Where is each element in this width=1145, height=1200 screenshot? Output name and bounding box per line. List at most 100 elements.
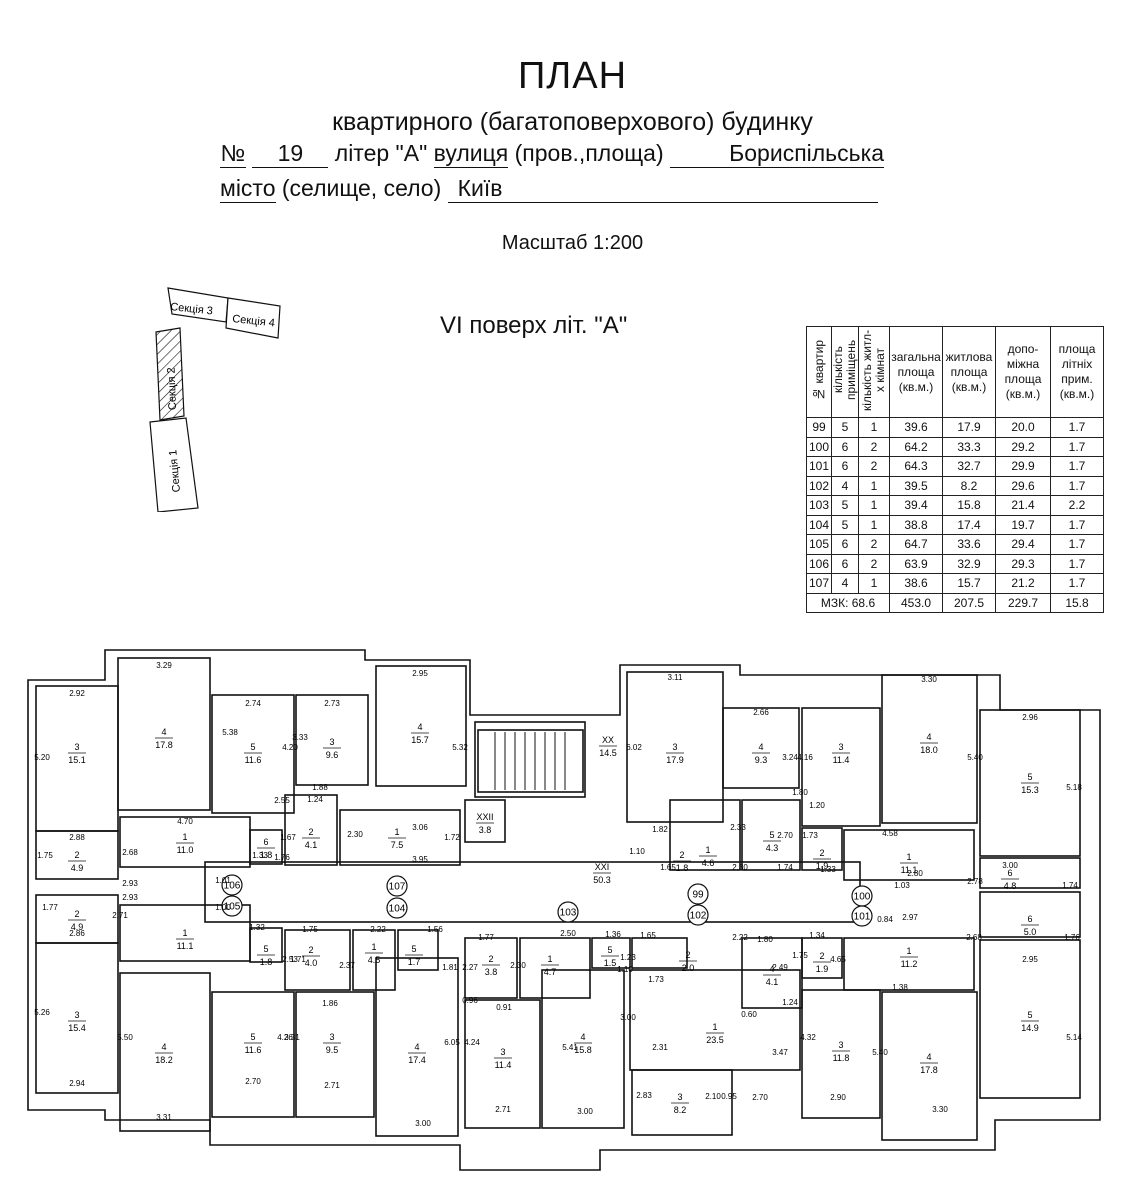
room-area: 14.9 — [1021, 1023, 1039, 1033]
dimension-label: 3.06 — [412, 823, 428, 832]
dimension-label: 4.20 — [282, 743, 298, 752]
room-area: 11.1 — [901, 865, 918, 875]
dimension-label: 2.30 — [732, 863, 748, 872]
table-cell: 32.9 — [942, 553, 996, 574]
dimension-label: 0.95 — [721, 1092, 737, 1101]
table-cell: 1 — [858, 417, 890, 438]
room-number: 4 — [417, 722, 422, 732]
table-cell: 64.7 — [889, 534, 943, 555]
col-aux-area: допо-міжна площа (кв.м.) — [995, 326, 1051, 418]
table-cell: 2 — [858, 553, 890, 574]
table-cell: 99 — [806, 417, 832, 438]
room-number: 4 — [161, 727, 166, 737]
dimension-label: 2.70 — [245, 1077, 261, 1086]
dimension-label: 2.86 — [69, 929, 85, 938]
table-cell: 5 — [831, 514, 859, 535]
dimension-label: 1.74 — [1062, 881, 1078, 890]
room-area: 9.5 — [326, 1045, 339, 1055]
dimension-label: 2.95 — [412, 669, 428, 678]
dimension-label: 3.00 — [1002, 861, 1018, 870]
room-number: 3 — [74, 742, 79, 752]
table-cell: 29.4 — [995, 534, 1051, 555]
address-line: № 19 літер "А" вулиця (пров.,площа) Бори… — [220, 140, 885, 168]
dimension-label: 5.41 — [562, 1043, 578, 1052]
table-cell: 19.7 — [995, 514, 1051, 535]
room-area: 1.7 — [408, 957, 421, 967]
dimension-label: 2.90 — [830, 1093, 846, 1102]
room-area: 7.5 — [391, 840, 404, 850]
table-cell: 33.3 — [942, 436, 996, 457]
table-cell: 4 — [831, 573, 859, 594]
room-number: 1 — [705, 845, 710, 855]
apartment-number: 107 — [389, 882, 406, 893]
table-cell: 29.2 — [995, 436, 1051, 457]
dimension-label: 1.72 — [444, 833, 460, 842]
dimension-label: 4.32 — [800, 1033, 816, 1042]
table-cell: 1.7 — [1050, 573, 1104, 594]
room-area: 3.8 — [479, 825, 492, 835]
dimension-label: 1.24 — [782, 998, 798, 1007]
table-cell: 29.3 — [995, 553, 1051, 574]
room-number: 5 — [250, 742, 255, 752]
dimension-label: 5.40 — [872, 1048, 888, 1057]
table-cell: 33.6 — [942, 534, 996, 555]
dimension-label: 3.47 — [772, 1048, 788, 1057]
dimension-label: 1.88 — [312, 783, 328, 792]
street-type: (пров.,площа) — [514, 140, 664, 166]
room-area: 8.2 — [674, 1105, 687, 1115]
table-cell: 8.2 — [942, 475, 996, 496]
dimension-label: 1.67 — [280, 833, 296, 842]
dimension-label: 0.84 — [877, 915, 893, 924]
room-number: 5 — [250, 1032, 255, 1042]
table-cell: 20.0 — [995, 417, 1051, 438]
dimension-label: 1.82 — [652, 825, 668, 834]
city-label: місто — [220, 175, 276, 203]
room-number: 2 — [685, 950, 690, 960]
section-1-label: Секція 1 — [167, 449, 183, 493]
table-cell: 21.4 — [995, 495, 1051, 516]
table-cell: 63.9 — [889, 553, 943, 574]
dimension-label: 3.31 — [156, 1113, 172, 1122]
room-area: 5.0 — [1024, 927, 1037, 937]
room-area: 15.4 — [68, 1023, 86, 1033]
dimension-label: 2.93 — [122, 879, 138, 888]
room-number: XXI — [595, 862, 610, 872]
stair-treads — [494, 732, 566, 790]
table-cell: 2 — [858, 436, 890, 457]
room-number: 5 — [1027, 1010, 1032, 1020]
table-cell: 38.6 — [889, 573, 943, 594]
room-number: 4 — [769, 964, 774, 974]
dimension-label: 3.31 — [284, 1033, 300, 1042]
room-area: 11.4 — [833, 755, 850, 765]
room-area: 4.9 — [71, 863, 84, 873]
apartment-marker — [221, 895, 243, 917]
dimension-label: 1.77 — [42, 903, 58, 912]
dimension-label: 2.53 — [282, 955, 298, 964]
dimension-label: 2.10 — [705, 1092, 721, 1101]
dimension-label: 1.65 — [640, 931, 656, 940]
col-summer-area: площа літніх прим. (кв.м.) — [1050, 326, 1104, 418]
footer-summer: 15.8 — [1050, 592, 1104, 613]
dimension-label: 1.38 — [892, 983, 908, 992]
table-cell: 6 — [831, 553, 859, 574]
room-number: 4 — [926, 1052, 931, 1062]
table-cell: 1.7 — [1050, 553, 1104, 574]
city-type: (селище, село) — [281, 175, 442, 201]
table-cell: 2 — [858, 456, 890, 477]
col-total-area: загальна площа (кв.м.) — [889, 326, 943, 418]
table-cell: 64.3 — [889, 456, 943, 477]
dimension-label: 3.30 — [932, 1105, 948, 1114]
dimension-label: 1.81 — [442, 963, 458, 972]
dimension-label: 2.30 — [347, 830, 363, 839]
table-cell: 106 — [806, 553, 832, 574]
table-cell: 1 — [858, 475, 890, 496]
dimension-label: 2.55 — [274, 796, 290, 805]
room-area: 9.6 — [326, 750, 339, 760]
room-number: 5 — [607, 945, 612, 955]
